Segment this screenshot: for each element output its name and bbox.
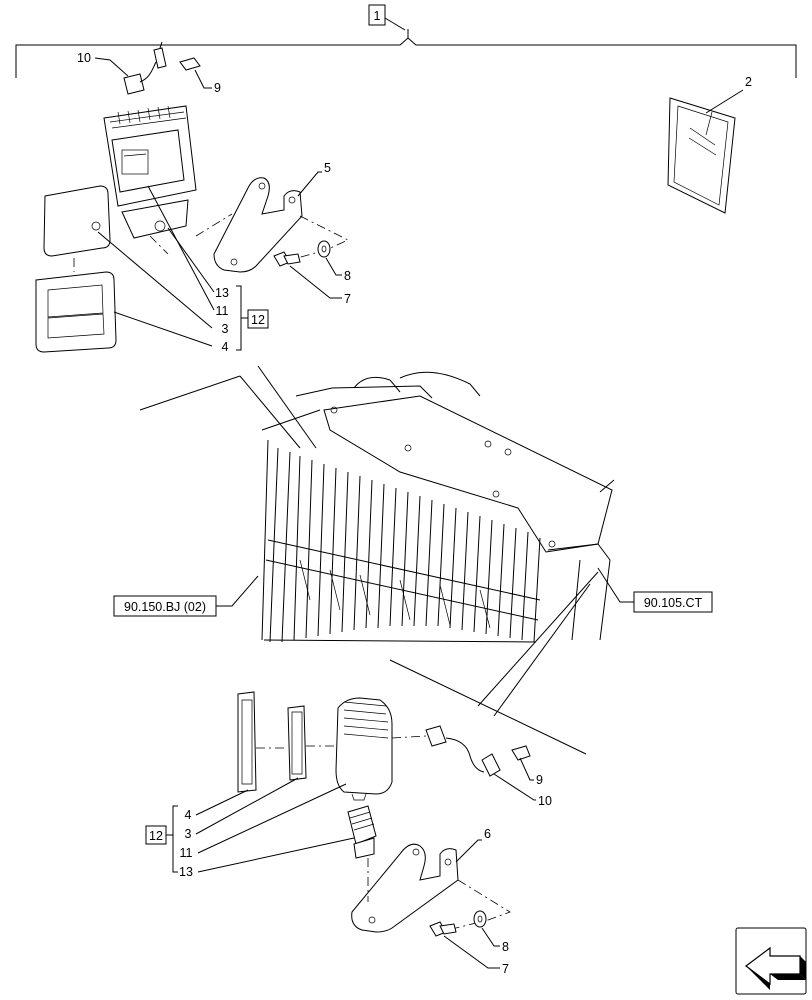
callout-bottom-13: 13	[179, 865, 193, 879]
lamp-lens-top	[43, 185, 111, 257]
harness-plug	[179, 57, 201, 71]
callout-bottom-9: 9	[536, 773, 543, 787]
reference-right[interactable]: 90.105.CT	[633, 591, 713, 613]
connector-harness	[123, 41, 167, 95]
subgroup-callout-bottom-label: 12	[149, 829, 163, 843]
callout-top-11: 11	[216, 304, 229, 318]
lamp-bracket-bottom	[351, 843, 459, 933]
arrow-navigation-icon[interactable]	[735, 927, 807, 995]
group-bracket	[15, 29, 797, 78]
callout-bottom-10: 10	[538, 794, 552, 808]
callout-top-8: 8	[344, 269, 351, 283]
callout-top-5: 5	[324, 161, 331, 175]
callout-bottom-3: 3	[185, 827, 192, 841]
callout-top-13: 13	[215, 286, 229, 300]
lamp-bezel-bottom	[237, 691, 257, 793]
subgroup-callout-top-label: 12	[251, 313, 265, 327]
callout-bottom-11: 11	[180, 846, 193, 860]
lamp-lens-bottom	[287, 705, 307, 781]
callout-top-4: 4	[222, 340, 229, 354]
callout-bottom-8: 8	[502, 940, 509, 954]
work-lamp-top	[103, 105, 197, 239]
callout-top-3: 3	[222, 322, 229, 336]
bolt-bottom	[429, 921, 457, 937]
lamp-bezel-top	[35, 271, 117, 353]
reference-left[interactable]: 90.150.BJ (02)	[113, 595, 217, 617]
group-callout-label: 1	[374, 9, 381, 23]
subgroup-bracket-bottom	[166, 805, 178, 873]
callout-top-10: 10	[77, 51, 91, 65]
callout-bottom-4: 4	[185, 808, 192, 822]
connector-harness-bottom	[425, 725, 501, 777]
manual-booklet	[667, 97, 736, 214]
callout-top-7: 7	[344, 292, 351, 306]
washer-top	[317, 240, 331, 258]
harness-plug-bottom	[511, 745, 531, 761]
reference-left-label: 90.150.BJ (02)	[124, 600, 206, 614]
washer-bottom	[473, 910, 487, 928]
subgroup-bracket-top	[236, 285, 248, 351]
subgroup-callout-top[interactable]: 12	[247, 309, 269, 329]
reference-right-label: 90.105.CT	[644, 596, 703, 610]
callout-bottom-7: 7	[502, 962, 509, 976]
lamp-bracket-top	[213, 177, 303, 273]
lamp-bulb-bottom	[347, 805, 377, 859]
subgroup-callout-bottom[interactable]: 12	[145, 825, 167, 845]
callout-bottom-6: 6	[484, 827, 491, 841]
callout-top-9: 9	[214, 81, 221, 95]
group-callout[interactable]: 1	[368, 4, 406, 31]
bolt-top	[273, 251, 301, 267]
callout-top-2: 2	[745, 75, 752, 89]
machine-grille-view	[139, 365, 615, 643]
